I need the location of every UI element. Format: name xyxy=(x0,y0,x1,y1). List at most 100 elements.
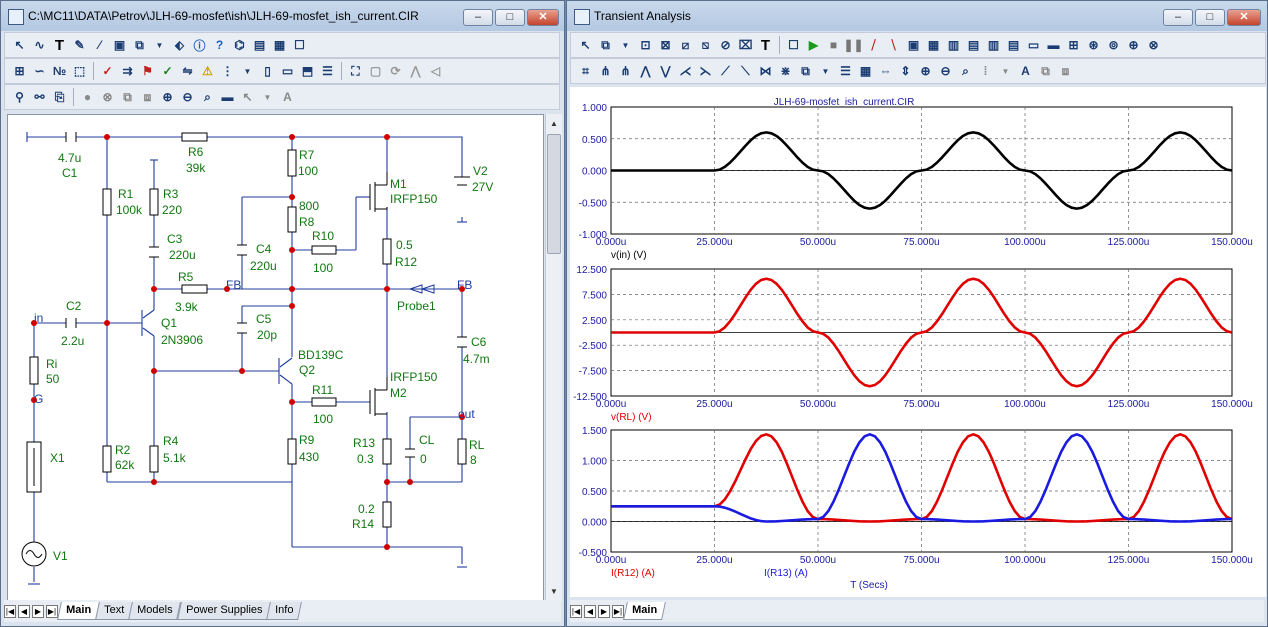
slope-a-icon[interactable]: ⋌ xyxy=(679,64,692,78)
copy2-icon[interactable]: ⧈ xyxy=(1061,63,1070,78)
properties2-icon[interactable]: ☰ xyxy=(322,64,333,78)
stop-icon[interactable]: ■ xyxy=(829,38,838,52)
last-page-icon[interactable]: ▶| xyxy=(612,604,624,618)
transient-titlebar[interactable]: Transient Analysis – □ ✕ xyxy=(567,1,1267,31)
layout-d-icon[interactable]: ▤ xyxy=(1007,38,1020,52)
paste-icon[interactable]: ⧉ xyxy=(135,37,144,52)
select-arrow-icon[interactable]: ↖ xyxy=(14,38,25,52)
tool-e-icon[interactable]: ⊘ xyxy=(720,38,731,52)
wire-icon[interactable]: ∿ xyxy=(34,38,45,52)
high-icon[interactable]: ⋀ xyxy=(640,64,651,78)
find-all-icon[interactable]: ⚯ xyxy=(34,90,45,104)
tag-icon[interactable]: ⧉ xyxy=(801,63,810,78)
select-group-icon[interactable]: ⬚ xyxy=(73,64,86,78)
select-arrow-icon[interactable]: ↖ xyxy=(580,38,591,52)
tab-main[interactable]: Main xyxy=(623,602,666,620)
tool-c-icon[interactable]: ⧄ xyxy=(681,37,690,52)
find-icon[interactable]: ⚲ xyxy=(15,90,24,104)
macro-icon[interactable]: ⬖ xyxy=(174,38,185,52)
probe-d-icon[interactable]: ⊗ xyxy=(1148,38,1159,52)
warning-icon[interactable]: ⚠ xyxy=(202,64,213,78)
info-icon[interactable]: ⓘ xyxy=(193,38,206,53)
slope-c-icon[interactable]: ⟋ xyxy=(721,63,730,78)
probe-b-icon[interactable]: ⊚ xyxy=(1108,38,1119,52)
maximize-button[interactable]: □ xyxy=(495,9,525,26)
help-icon[interactable]: ? xyxy=(215,38,224,52)
node-numbers-icon[interactable]: № xyxy=(52,64,67,78)
maximize-button[interactable]: □ xyxy=(1195,9,1225,26)
flip-icon[interactable]: ⋀ xyxy=(410,64,421,78)
dropdown-icon[interactable]: ▼ xyxy=(155,40,164,50)
calc-icon[interactable]: ▤ xyxy=(253,38,266,52)
stop-icon[interactable]: ● xyxy=(83,90,92,104)
bounds-icon[interactable]: ⛶ xyxy=(351,63,360,78)
last-page-icon[interactable]: ▶| xyxy=(46,604,58,618)
slope-f-icon[interactable]: ⋇ xyxy=(780,64,791,78)
dropdown-icon[interactable]: ▼ xyxy=(621,40,630,50)
valley-icon[interactable]: ⋔ xyxy=(620,64,631,78)
grid-tool-icon[interactable]: ▦ xyxy=(273,38,286,52)
scale-a-icon[interactable]: ▣ xyxy=(907,38,920,52)
font-icon[interactable]: A xyxy=(1021,64,1030,78)
scroll-thumb[interactable] xyxy=(547,134,561,254)
first-page-icon[interactable]: |◀ xyxy=(570,604,582,618)
schematic-vertical-scrollbar[interactable]: ▲ ▼ xyxy=(545,114,562,602)
zoom-in-icon[interactable]: ⊕ xyxy=(162,90,173,104)
pins-icon[interactable]: ⇉ xyxy=(122,64,133,78)
slope-d-icon[interactable]: ⟍ xyxy=(741,63,750,78)
probe-icon[interactable]: ⌬ xyxy=(234,38,245,52)
dropdown-icon[interactable]: ▼ xyxy=(263,92,272,102)
text-tool-icon[interactable]: T xyxy=(54,36,65,54)
check-icon[interactable]: ✓ xyxy=(162,64,173,78)
region-icon[interactable]: ⬒ xyxy=(301,64,314,78)
mirror-icon[interactable]: ◁ xyxy=(430,64,441,78)
page-setup-icon[interactable]: ▭ xyxy=(281,64,294,78)
run-icon[interactable]: ▶ xyxy=(808,38,819,52)
next-page-icon[interactable]: ▶ xyxy=(598,604,610,618)
font-icon[interactable]: A xyxy=(283,90,292,104)
plot-icon[interactable]: ⌗ xyxy=(582,63,589,78)
tool-d-icon[interactable]: ⧅ xyxy=(701,37,710,52)
cursor-a-icon[interactable]: ⧸ xyxy=(871,37,876,52)
tool-a-icon[interactable]: ⊡ xyxy=(640,38,651,52)
group-icon[interactable]: ⧉ xyxy=(123,89,132,104)
probe-c-icon[interactable]: ⊕ xyxy=(1128,38,1139,52)
zoom-fit-icon[interactable]: ⌕ xyxy=(204,89,211,104)
save-image-icon[interactable]: ▬ xyxy=(221,90,234,104)
wand-icon[interactable]: ⁄ xyxy=(98,38,101,52)
layout-b-icon[interactable]: ▤ xyxy=(967,38,980,52)
tool-b-icon[interactable]: ⊠ xyxy=(660,38,671,52)
grid-icon[interactable]: ⋮ xyxy=(221,64,234,78)
text-tool-icon[interactable]: T xyxy=(760,36,771,54)
layout-a-icon[interactable]: ▥ xyxy=(947,38,960,52)
plot-area[interactable]: JLH-69-mosfet_ish_current.CIR T (Secs) 0… xyxy=(570,87,1266,597)
probe-points-icon[interactable]: ✓ xyxy=(102,64,113,78)
close-button[interactable]: ✕ xyxy=(527,9,559,26)
low-icon[interactable]: ⋁ xyxy=(660,64,671,78)
schematic-canvas[interactable]: 4.7u C1 R6 39k R7 100 M1 IRFP150 V2 27V … xyxy=(7,114,544,602)
list-icon[interactable]: ☰ xyxy=(840,64,851,78)
schematic-edit-icon[interactable]: ⊞ xyxy=(14,64,25,78)
close-button[interactable]: ✕ xyxy=(1227,9,1261,26)
paste-icon[interactable]: ⧉ xyxy=(601,37,610,52)
schematic-titlebar[interactable]: C:\MC11\DATA\Petrov\JLH-69-mosfet\ish\JL… xyxy=(1,1,564,31)
component-icon[interactable]: ▣ xyxy=(113,38,126,52)
slope-e-icon[interactable]: ⋈ xyxy=(759,64,772,78)
peak-icon[interactable]: ⋔ xyxy=(600,64,611,78)
cursor-b-icon[interactable]: ⧹ xyxy=(891,37,896,52)
cancel-icon[interactable]: ⊗ xyxy=(102,90,113,104)
zoom-out-icon[interactable]: ⊖ xyxy=(182,90,193,104)
layout-e-icon[interactable]: ▭ xyxy=(1027,38,1040,52)
tab-models[interactable]: Models xyxy=(128,602,182,620)
properties-icon[interactable]: ☐ xyxy=(788,38,799,52)
tool-f-icon[interactable]: ⌧ xyxy=(738,38,753,52)
slope-b-icon[interactable]: ⋋ xyxy=(699,64,712,78)
calendar-icon[interactable]: ▦ xyxy=(859,64,872,78)
scroll-up-icon[interactable]: ▲ xyxy=(550,119,558,128)
pen-icon[interactable]: ✎ xyxy=(74,38,85,52)
minimize-button[interactable]: – xyxy=(463,9,493,26)
probe-a-icon[interactable]: ⊛ xyxy=(1088,38,1099,52)
first-page-icon[interactable]: |◀ xyxy=(4,604,16,618)
zoom-out-icon[interactable]: ⊖ xyxy=(940,64,951,78)
tab-main[interactable]: Main xyxy=(57,602,100,620)
